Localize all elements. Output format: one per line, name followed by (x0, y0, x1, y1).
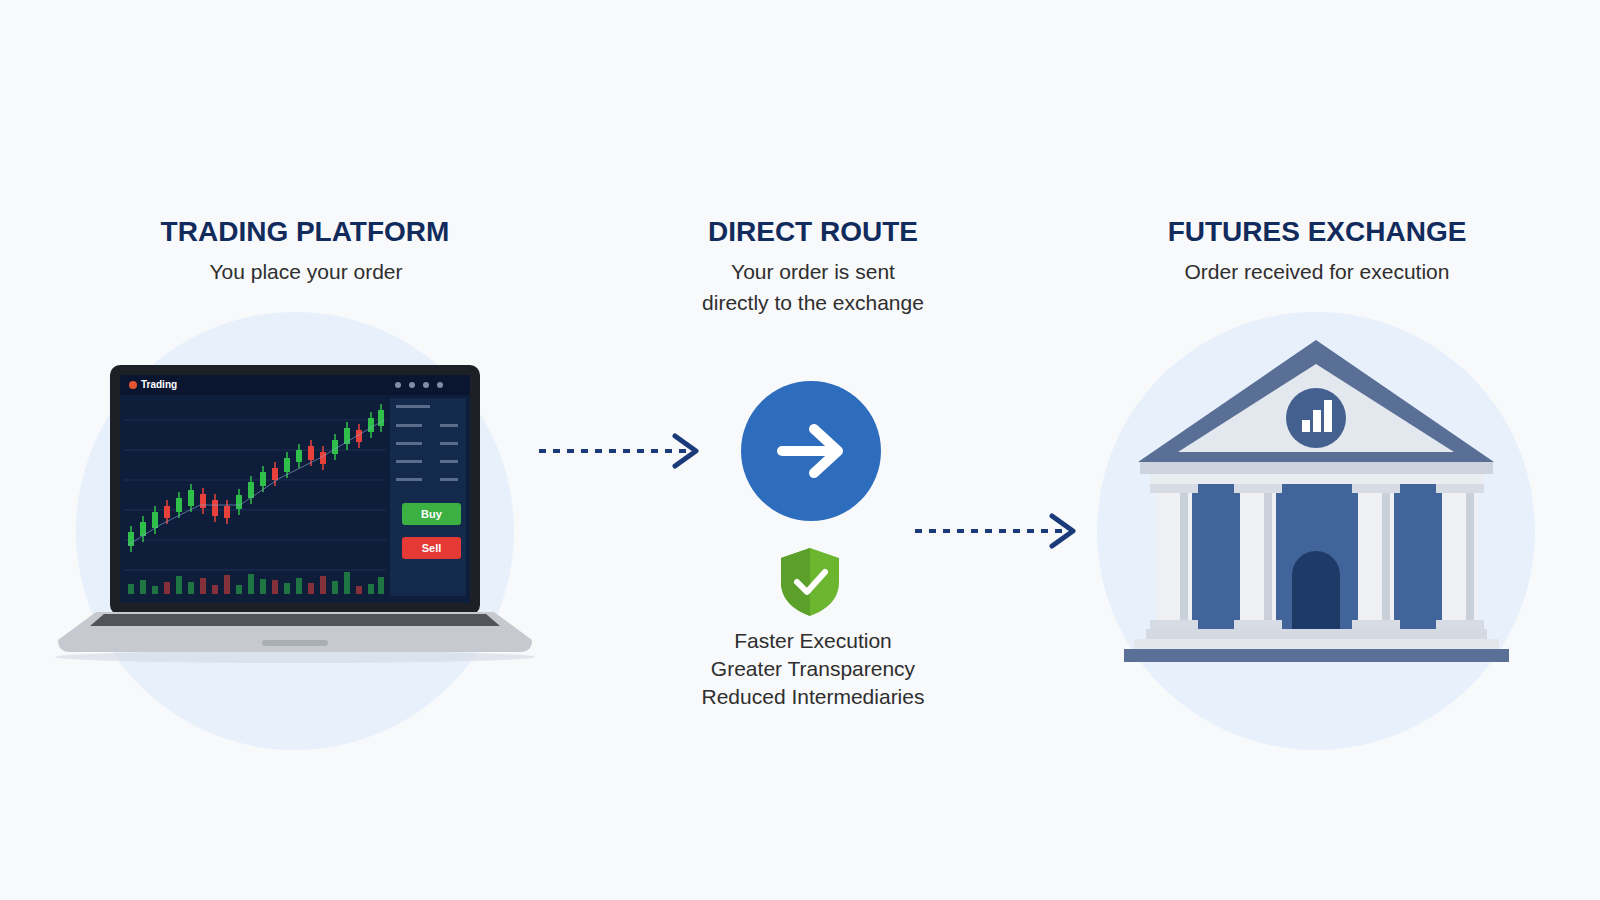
benefit-text: Greater Transparency (653, 655, 973, 683)
benefit-text: Reduced Intermediaries (653, 683, 973, 711)
shield-icon (781, 548, 839, 616)
route-circle-fill (741, 381, 881, 521)
benefit-text: Faster Execution (653, 627, 973, 655)
route-circle: DIRECT ROUTEYour order is sent directly … (741, 381, 881, 521)
platform-circle: TRADING PLATFORMYou place your orderBuyS… (76, 312, 514, 750)
dashed-arrow-connector (915, 529, 1073, 533)
app-name: Trading (141, 379, 201, 391)
dashed-arrow-connector (539, 449, 696, 453)
check-mark (797, 572, 825, 592)
column-heading: DIRECT ROUTE (633, 215, 993, 249)
exchange-circle-shape (1097, 312, 1535, 750)
platform-circle-fill (76, 312, 514, 750)
sell-button: Sell (402, 537, 461, 559)
route-circle-shape (741, 381, 881, 521)
button-text: Sell (402, 537, 461, 559)
exchange-circle: FUTURES EXCHANGEOrder received for execu… (1097, 312, 1535, 750)
column-subtitle: You place your order (96, 258, 516, 286)
button-text: Buy (402, 503, 461, 525)
buy-button: Buy (402, 503, 461, 525)
column-subtitle: Order received for execution (1107, 258, 1527, 286)
exchange-circle-fill (1097, 312, 1535, 750)
platform-circle-shape (76, 312, 514, 750)
column-heading: TRADING PLATFORM (85, 215, 525, 249)
buy-button-fill (402, 503, 461, 525)
column-subtitle: Your order is sent directly to the excha… (698, 256, 928, 318)
column-heading: FUTURES EXCHANGE (1097, 215, 1537, 249)
shield-shade (781, 548, 810, 616)
sell-button-fill (402, 537, 461, 559)
